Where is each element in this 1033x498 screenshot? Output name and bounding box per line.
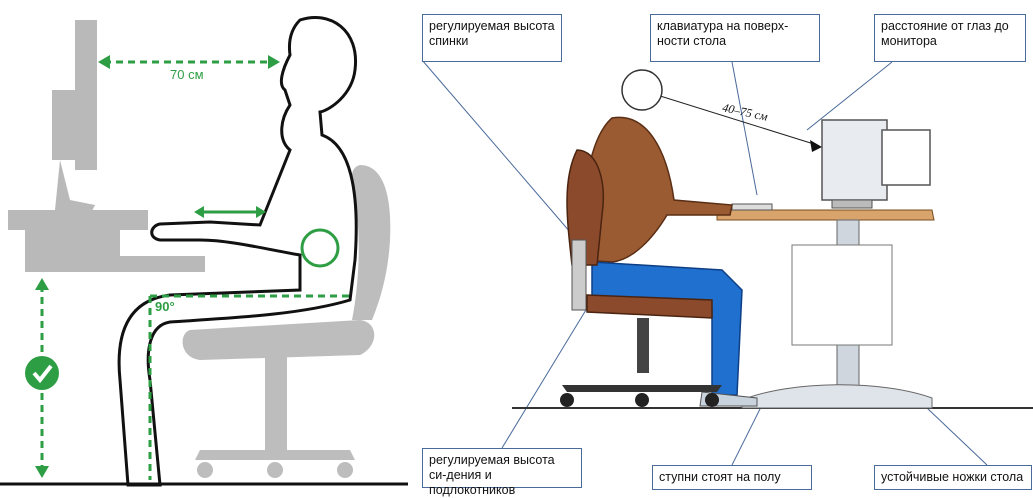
label-feet-on-floor: ступни стоят на полу <box>652 465 812 490</box>
keyboard-tray <box>25 256 205 272</box>
leader-line <box>502 300 592 448</box>
chair-base <box>195 450 355 460</box>
monitor-screen <box>75 20 97 170</box>
person-torso <box>582 117 732 262</box>
person-legs <box>592 262 742 395</box>
label-stable-table-legs: устойчивые ножки стола <box>874 465 1032 490</box>
workstation-diagram: регулируемая высота спинки клавиатура на… <box>412 0 1033 490</box>
chair-base <box>562 385 722 392</box>
arrow-down-icon <box>35 466 49 478</box>
label-eye-monitor-distance: расстояние от глаз до монитора <box>874 14 1026 62</box>
desk-top <box>717 210 934 220</box>
chair-wheel <box>267 462 283 478</box>
computer-tower <box>792 245 892 345</box>
chair-seat <box>183 320 375 360</box>
eye-distance-label: 70 см <box>170 67 204 82</box>
leader-line <box>732 405 762 465</box>
desk-top <box>8 210 148 230</box>
leader-line <box>732 62 757 195</box>
monitor <box>822 120 887 200</box>
desk-base <box>742 385 932 408</box>
chair-column <box>637 318 649 373</box>
label-keyboard-level: клавиатура на поверх-ности стола <box>650 14 820 62</box>
chair-support <box>572 240 586 310</box>
monitor-stand <box>832 200 872 208</box>
arrow-left-icon <box>194 206 204 218</box>
chair-wheel <box>705 393 719 407</box>
checkmark-icon <box>25 356 59 390</box>
chair-wheel <box>197 462 213 478</box>
chair-column <box>265 355 287 450</box>
posture-illustration: 70 см 90° <box>0 0 408 490</box>
workstation-drawing <box>412 0 1033 490</box>
chair-wheel <box>560 393 574 407</box>
arrow-right-icon <box>268 55 280 69</box>
label-seat-armrest-height: регулируемая высота си-дения и подлокотн… <box>422 448 582 488</box>
leader-line <box>927 408 987 465</box>
knee-angle-label: 90° <box>155 299 175 314</box>
keyboard <box>732 204 772 210</box>
monitor-back <box>52 90 78 160</box>
posture-drawing <box>0 0 408 490</box>
person-outline <box>119 17 356 485</box>
chair-wheel <box>635 393 649 407</box>
person-head <box>622 70 662 110</box>
arrow-left-icon <box>98 55 110 69</box>
label-backrest-height: регулируемая высота спинки <box>422 14 562 62</box>
monitor-back <box>882 130 930 185</box>
leader-line <box>422 60 577 240</box>
arrow-up-icon <box>35 278 49 290</box>
arrow-right-icon <box>810 140 822 152</box>
chair-wheel <box>337 462 353 478</box>
